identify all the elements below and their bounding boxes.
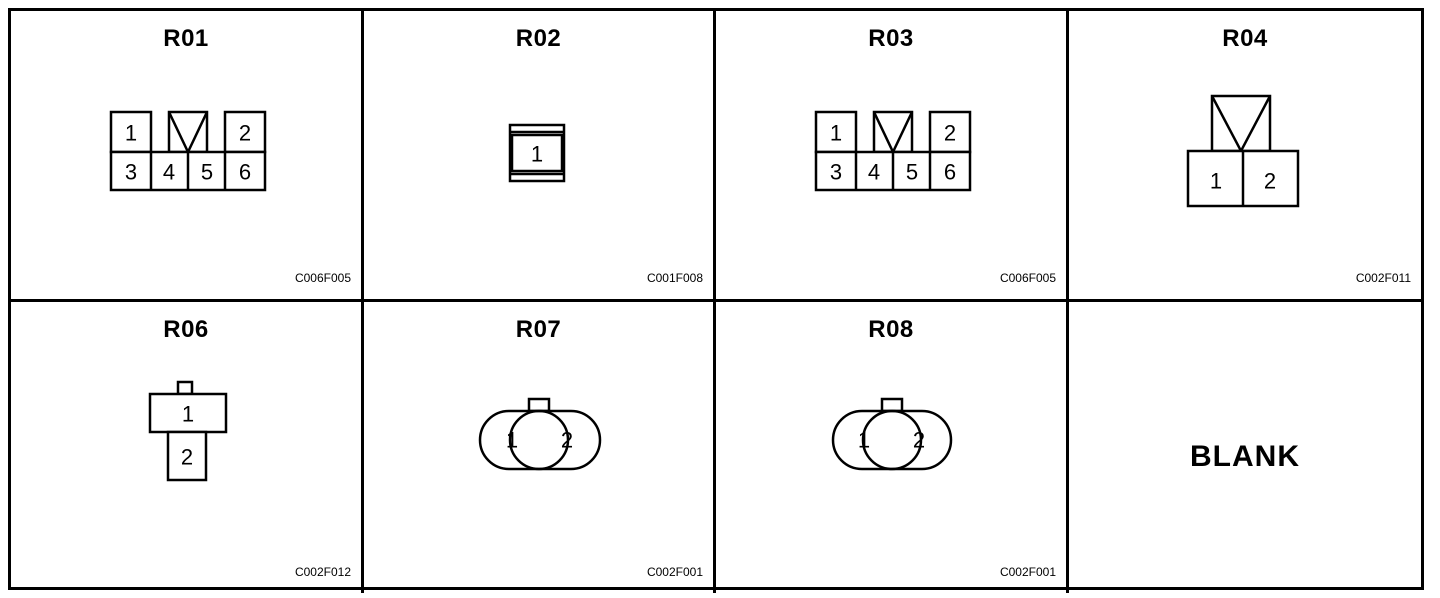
connector-2pin-round-diagram: 1 2 [478,397,602,471]
connector-cell-r06: R06 1 2 C002F012 [11,302,364,593]
connector-cell-r03: R03 1 2 3 4 5 6 C006F005 [716,11,1069,302]
locking-tab [1210,94,1272,153]
pin-divider [891,409,923,471]
pin-label: 1 [858,428,870,453]
locking-tab [880,397,904,413]
pin-label: 5 [906,160,918,185]
connector-2pin-round-diagram: 1 2 [831,397,953,471]
connector-title: R06 [163,316,209,343]
locking-tab [167,110,209,154]
connector-title: R01 [163,25,209,52]
pin-label: 6 [239,160,251,185]
locking-tab [176,380,194,396]
pin-label: 1 [506,428,518,453]
connector-title: R08 [868,316,914,343]
pin-label: 6 [944,160,956,185]
pin-divider [861,409,893,471]
connector-code: C002F001 [999,565,1056,579]
pin-label: 1 [125,121,137,146]
connector-cell-r07: R07 1 2 C002F001 [364,302,716,593]
pin-label: 2 [944,121,956,146]
pin-divider [538,409,570,471]
pin-label: 3 [125,160,137,185]
connector-2pin-stacked-diagram: 1 2 [148,380,228,482]
pin-label: 2 [1264,169,1276,194]
connector-code: C002F011 [1355,271,1411,285]
pin-label: 3 [830,160,842,185]
connector-cell-r08: R08 1 2 C002F001 [716,302,1069,593]
pin-label: 1 [182,402,194,427]
pin-label: 5 [201,160,213,185]
pin-label: 2 [561,428,573,453]
connector-code: C002F012 [294,565,351,579]
connector-1pin-diagram: 1 [508,123,566,183]
connector-title: R04 [1222,25,1268,52]
pin-label: 2 [913,428,925,453]
connector-6pin-diagram: 1 2 3 4 5 6 [814,110,972,192]
connector-code: C002F001 [646,565,703,579]
connector-code: C006F005 [294,271,351,285]
pin-label: 2 [181,445,193,470]
pin-cavity [510,133,564,173]
connector-2pin-diagram: 1 2 [1186,94,1300,208]
pin-label: 1 [1210,169,1222,194]
locking-tab [872,110,914,154]
pin-label: 2 [239,121,251,146]
connector-body [831,409,953,471]
connector-cell-r01: R01 1 2 3 4 5 6 C006F005 [11,11,364,302]
pin-label: 1 [830,121,842,146]
connector-cell-r04: R04 1 2 C002F011 [1069,11,1421,302]
connector-6pin-diagram: 1 2 3 4 5 6 [109,110,267,192]
pin-cavity [166,430,208,482]
connector-grid: R01 1 2 3 4 5 6 C006F005 R02 1 C [8,8,1424,593]
connector-title: R02 [515,25,562,52]
blank-cell: BLANK [1069,302,1421,593]
connector-code: C001F008 [646,271,703,285]
connector-title: R07 [515,316,562,343]
pin-label: 4 [868,160,880,185]
connector-body [478,409,602,471]
blank-label: BLANK [1190,440,1300,473]
connector-code: C006F005 [999,271,1056,285]
pin-cavity [223,110,267,154]
connector-cell-r02: R02 1 C001F008 [364,11,716,302]
pin-label: 1 [531,142,543,167]
pin-label: 4 [163,160,175,185]
locking-tab [527,397,551,413]
pin-cavity [109,110,153,154]
pin-divider [508,409,540,471]
connector-title: R03 [868,25,914,52]
